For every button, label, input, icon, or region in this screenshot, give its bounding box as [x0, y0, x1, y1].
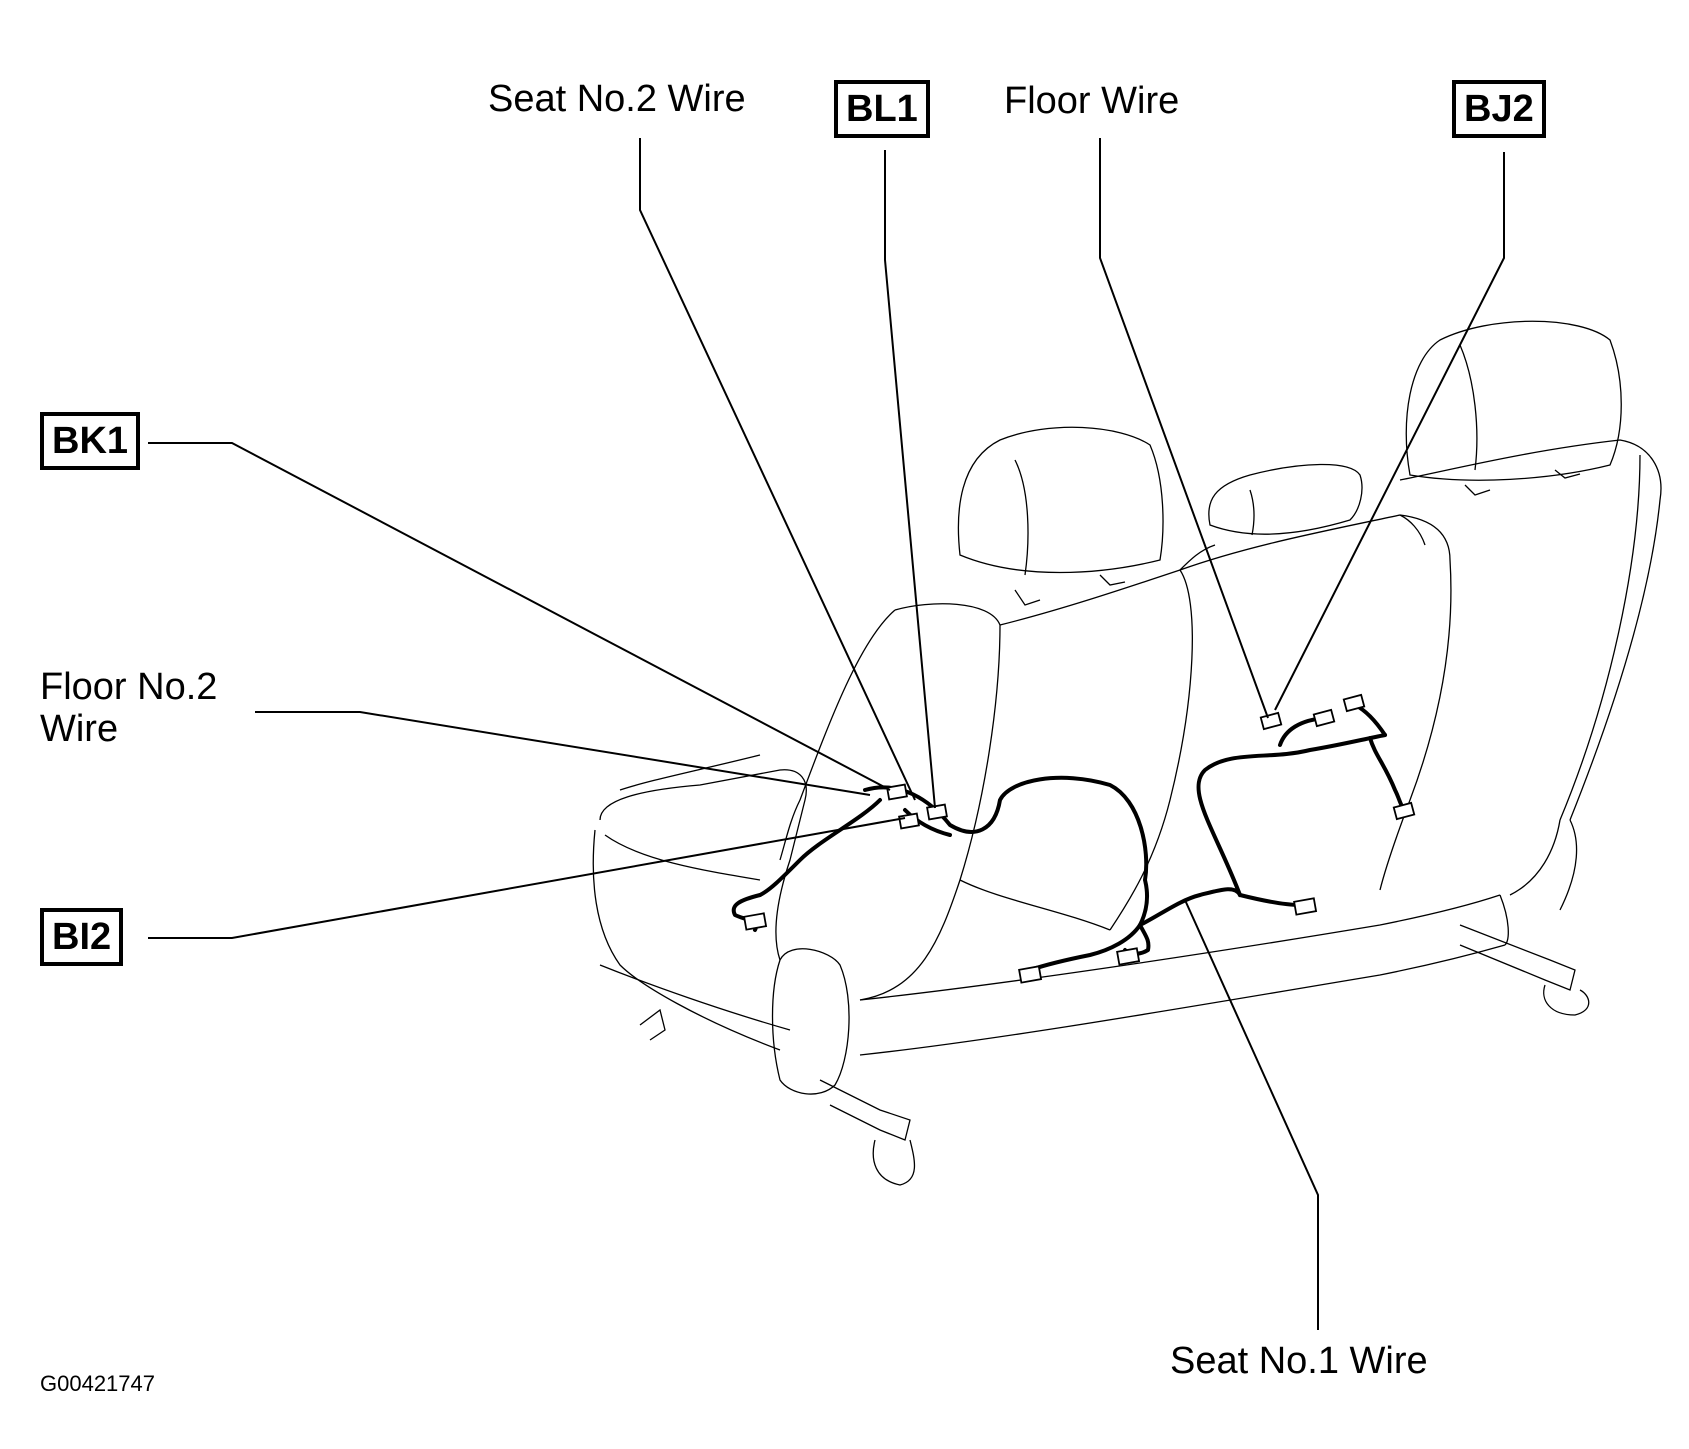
wire-harness: [731, 703, 1407, 972]
connector-tag-bk1: BK1: [40, 412, 141, 470]
label-floor-wire: Floor Wire: [1004, 80, 1180, 122]
label-floor-no2-wire-line2: Wire: [40, 708, 119, 750]
rear-seat-drawing: [592, 320, 1662, 1186]
label-seat-no2-wire: Seat No.2 Wire: [488, 78, 746, 120]
connector-tag-bi2: BI2: [40, 908, 124, 966]
connector-tag-bl1: BL1: [834, 80, 930, 138]
label-floor-no2-wire-line1: Floor No.2: [40, 666, 218, 708]
connector-tag-bj2: BJ2: [1452, 80, 1546, 138]
figure-code: G00421747: [40, 1371, 155, 1396]
label-seat-no1-wire: Seat No.1 Wire: [1170, 1340, 1428, 1382]
connector-blocks: [743, 693, 1416, 984]
leader-lines: [148, 138, 1505, 1330]
